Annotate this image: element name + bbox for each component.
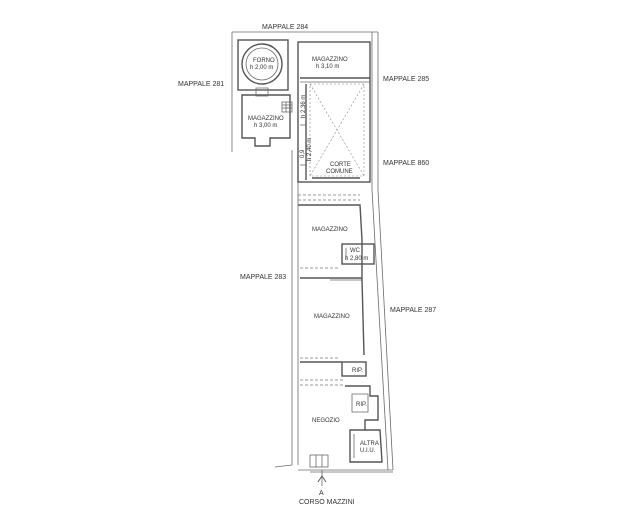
section-marker-label: A [319, 490, 324, 497]
parcel-label-east-mid: MAPPALE 860 [383, 160, 429, 167]
room-label-wc-height: h 2,80 m [345, 256, 368, 262]
street-label: CORSO MAZZINI [299, 499, 355, 506]
room-label-negozio: NEGOZIO [312, 418, 340, 424]
parcel-label-west-mid: MAPPALE 283 [240, 274, 286, 281]
parcel-label-east-bottom: MAPPALE 287 [390, 307, 436, 314]
height-label-2b: h 2,40 m [307, 138, 313, 161]
room-label-mag-mid: MAGAZZINO [312, 227, 348, 233]
height-label-1: h 2,36 m [301, 95, 307, 118]
parcel-label-north: MAPPALE 284 [262, 24, 308, 31]
room-label-mag-left-height: h 3,00 m [254, 123, 277, 129]
room-label-comune: COMUNE [326, 169, 353, 175]
room-label-corte: CORTE [330, 162, 351, 168]
height-label-2a: 0,9 [300, 149, 306, 158]
room-label-mag-top: MAGAZZINO [312, 57, 348, 63]
room-label-mag-top-height: h 3,10 m [316, 64, 339, 70]
upper-main-block [297, 41, 371, 183]
section-marker [317, 470, 327, 486]
parcel-label-east-top: MAPPALE 285 [383, 76, 429, 83]
bottom-block [309, 385, 383, 468]
parcel-label-west-top: MAPPALE 281 [178, 81, 224, 88]
room-label-mag-left: MAGAZZINO [248, 116, 284, 122]
upper-left-block [237, 39, 293, 147]
room-label-rip-1: RIP. [352, 368, 363, 374]
room-label-wc: WC [350, 248, 361, 254]
room-label-forno: FORNO [253, 58, 275, 64]
room-label-altra: ALTRA [360, 441, 379, 447]
room-label-forno-height: h 2,00 m [250, 65, 273, 71]
room-label-rip-2: RIP. [356, 402, 367, 408]
lower-block [300, 279, 367, 386]
room-label-mag-low: MAGAZZINO [314, 314, 350, 320]
middle-block [298, 194, 375, 281]
room-label-uiu: U.I.U. [360, 448, 376, 454]
boundary-lines [231, 31, 394, 473]
